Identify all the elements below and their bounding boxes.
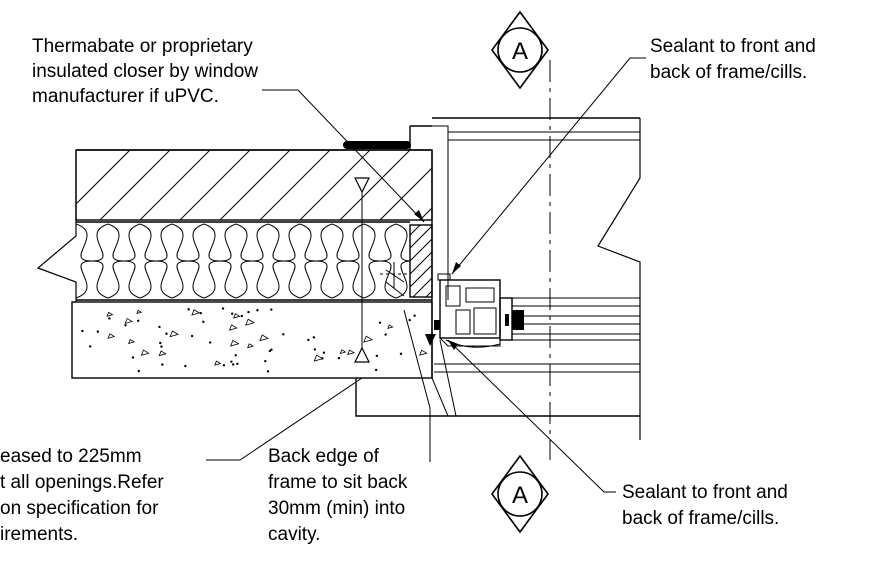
dimension-line — [354, 177, 370, 363]
closer-line-2: insulated closer by window — [32, 61, 258, 82]
closer-line-1: Thermabate or proprietary — [32, 36, 253, 57]
annotation-sealant-bottom: Sealant to front and back of frame/cills… — [622, 482, 788, 529]
lintel-line-4: irements. — [0, 524, 78, 545]
leader-arrowheads — [414, 210, 461, 350]
section-mark-bottom: A — [491, 454, 549, 534]
annotation-sealant-top: Sealant to front and back of frame/cills… — [650, 36, 816, 83]
reveal-lines — [432, 117, 641, 440]
annotation-lintel: eased to 225mm t all openings.Refer on s… — [0, 446, 164, 545]
cavity-insulation — [76, 221, 432, 301]
setback-ticks — [380, 262, 408, 297]
lintel-outline — [355, 378, 640, 417]
lintel-line-3: on specification for — [0, 498, 159, 519]
lintel-line-2: t all openings.Refer — [0, 472, 164, 493]
glazing — [500, 297, 640, 341]
break-line-left — [36, 150, 77, 302]
section-mark-top: A — [491, 10, 549, 90]
back-edge-line-1: Back edge of — [268, 446, 380, 467]
sealant-top-line-1: Sealant to front and — [650, 36, 816, 57]
annotation-back-edge: Back edge of frame to sit back 30mm (min… — [268, 446, 408, 545]
sealant-bottom-line-2: back of frame/cills. — [622, 508, 779, 529]
closer-line-3: manufacturer if uPVC. — [32, 86, 219, 107]
back-edge-line-2: frame to sit back — [268, 472, 408, 493]
inner-concrete-leaf — [71, 301, 433, 379]
back-edge-line-3: 30mm (min) into — [268, 498, 405, 519]
section-mark-top-label: A — [512, 38, 528, 65]
sealant-bottom-line-1: Sealant to front and — [622, 482, 788, 503]
dpc-strip — [343, 141, 411, 149]
leader-lines — [206, 57, 646, 493]
section-mark-bottom-label: A — [512, 482, 528, 509]
back-edge-line-4: cavity. — [268, 524, 320, 545]
lintel-line-1: eased to 225mm — [0, 446, 142, 467]
sealant-top-line-2: back of frame/cills. — [650, 62, 807, 83]
annotation-closer: Thermabate or proprietary insulated clos… — [32, 36, 258, 107]
outer-masonry-leaf — [75, 149, 433, 221]
